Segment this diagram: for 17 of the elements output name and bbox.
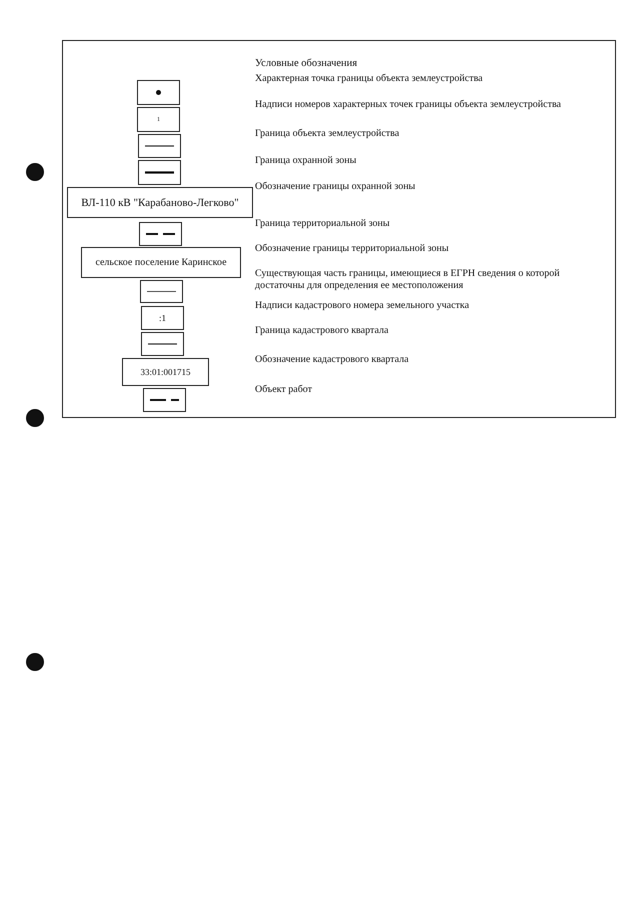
legend-text: Граница территориальной зоны — [255, 218, 391, 230]
legend-text: Объект работ — [255, 384, 314, 396]
legend-text: Обозначение границы территориальной зоны — [255, 243, 450, 255]
legend-text: Существующая часть границы, имеющиеся в ЕГРН сведения о которой достаточны для определения ее местоположения — [255, 268, 561, 292]
sample-label: 33:01:001715 — [122, 358, 209, 386]
sample-label: :1 — [141, 306, 184, 330]
legend-text: Характерная точка границы объекта землеустройства — [255, 73, 484, 85]
legend-text: Надписи номеров характерных точек границы объекта землеустройства — [255, 99, 562, 111]
legend-text: Граница объекта землеустройства — [255, 128, 400, 140]
legend-text: Граница охранной зоны — [255, 155, 358, 167]
legend-text: Надписи кадастрового номера земельного участка — [255, 300, 470, 312]
legend-text: Граница кадастрового квартала — [255, 325, 390, 337]
legend-title: Условные обозначения — [255, 58, 358, 69]
sample-label: сельское поселение Каринское — [81, 247, 241, 278]
legend-text: Обозначение границы охранной зоны — [255, 181, 416, 193]
legend-text: Обозначение кадастрового квартала — [255, 354, 410, 366]
sample-label: ВЛ-110 кВ "Карабаново-Легково" — [67, 187, 253, 218]
